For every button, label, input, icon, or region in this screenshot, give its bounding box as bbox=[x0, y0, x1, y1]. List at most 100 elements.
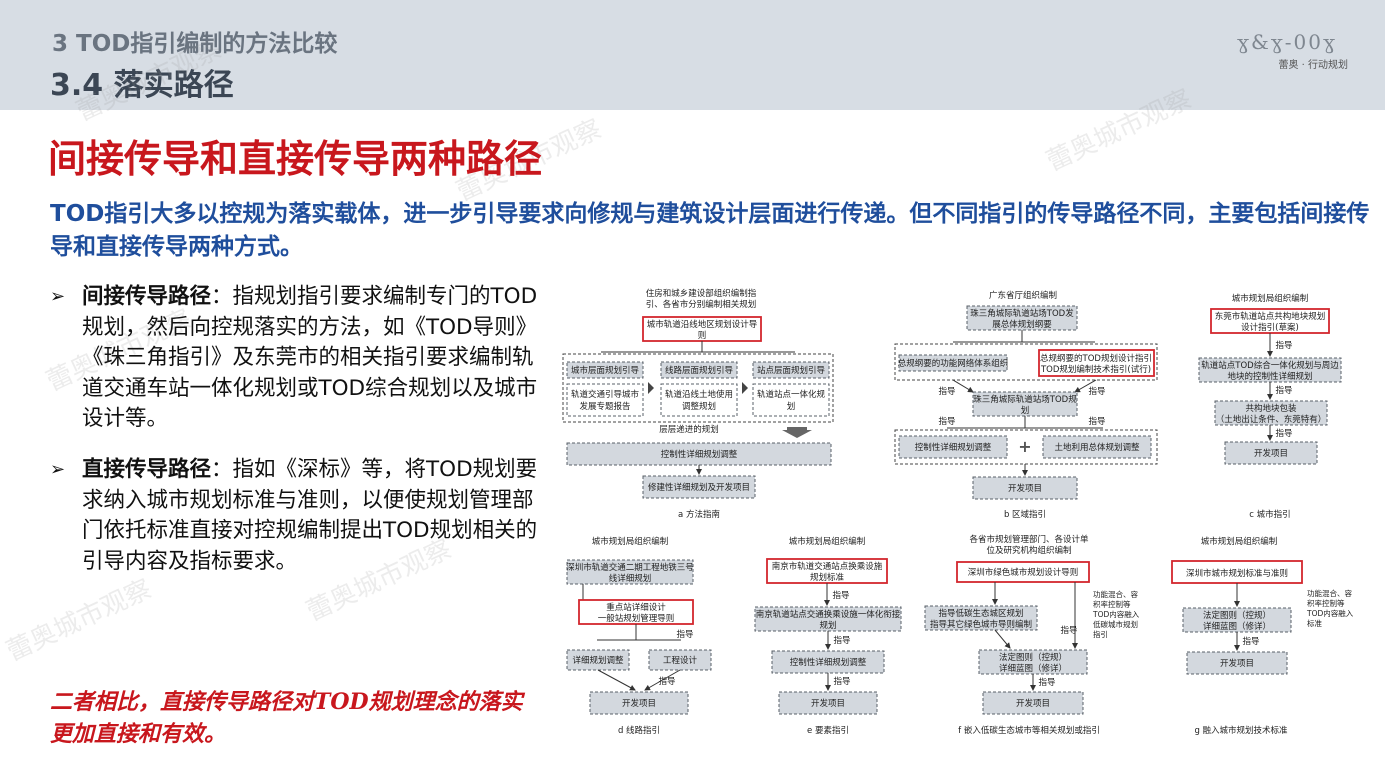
diagram-a-col-body: 划 bbox=[787, 401, 796, 412]
diagram-b-org: 广东省厅组织编制 bbox=[989, 290, 1057, 301]
bullet-term: 间接传导路径 bbox=[82, 284, 212, 309]
guide-label: 指导 bbox=[832, 590, 850, 601]
diagram-f-caption: f 嵌入低碳生态城市等相关规划或指引 bbox=[958, 725, 1100, 736]
diagram-b-top-box bbox=[966, 305, 1078, 331]
diagram-b-right-box bbox=[1038, 349, 1155, 377]
diagram-c-top: 东莞市轨道站点共构地块规划 bbox=[1215, 311, 1326, 322]
diagram-b-caption: b 区域指引 bbox=[1004, 509, 1046, 520]
diagram-a-kg: 控制性详细规划调整 bbox=[661, 449, 738, 460]
diagram-f: 各省市规划管理部门、各设计单 位及研究机构组织编制 深圳市绿色城市规划设计导则 … bbox=[924, 534, 1140, 736]
lead-paragraph: TOD指引大多以控规为落实载体，进一步引导要求向修规与建筑设计层面进行传递。但不… bbox=[50, 201, 1370, 260]
diagram-c-dev: 开发项目 bbox=[1254, 448, 1288, 459]
diagram-d-org: 城市规划局组织编制 bbox=[592, 536, 669, 547]
diagram-f-side: 积率控制等 bbox=[1093, 599, 1131, 609]
diagram-b-top: 展总体规划纲要 bbox=[992, 319, 1052, 330]
diagram-b-dev-box bbox=[972, 476, 1078, 500]
section-title: 3 TOD指引编制的方法比较 bbox=[52, 31, 338, 57]
diagram-e-top: 南京市轨道交通站点换乘设施 bbox=[772, 561, 883, 572]
guide-label: 指导 bbox=[676, 629, 694, 640]
arrow-bullet-icon: ➢ bbox=[50, 459, 66, 480]
bullet-indirect: ➢ 间接传导路径：指规划指引要求编制专门的TOD规划，然后向控规落实的方法，如《… bbox=[50, 282, 540, 435]
diagram-g-side: 积率控制等 bbox=[1307, 598, 1345, 608]
diagram-d: 城市规划局组织编制 深圳市轨道交通二期工程地铁三号 线详细规划 重点站详细设计 … bbox=[566, 536, 712, 736]
diagram-a-top: 则 bbox=[698, 330, 707, 341]
diagram-e-kg: 控制性详细规划调整 bbox=[790, 657, 867, 668]
diagram-a-col-head-text: 线路层面规划引导 bbox=[665, 365, 734, 376]
diagram-c-top-box bbox=[1210, 308, 1330, 334]
bullet-text: ：指规划指引要求编制专门的TOD规划，然后向控规落实的方法，如《TOD导则》《珠… bbox=[82, 284, 538, 431]
diagram-f-side: 功能混合、容 bbox=[1093, 589, 1138, 599]
diagram-b-mid-box bbox=[972, 391, 1078, 417]
diagram-b-right: TOD规划编制技术指引(试行) bbox=[1040, 364, 1151, 375]
diagram-g: 城市规划局组织编制 深圳市城市规划标准与准则 功能混合、容 积率控制等 TOD内… bbox=[1171, 536, 1354, 736]
guide-label: 指导 bbox=[938, 386, 956, 397]
plus-icon: + bbox=[1018, 437, 1031, 456]
diagram-d-mid: 重点站详细设计 bbox=[606, 602, 666, 613]
diagram-c-pkg: 共构地块包装 bbox=[1245, 403, 1297, 414]
brand-logo: ɣ&ɣ-00ɣ 蕾奥 · 行动规划 bbox=[1226, 30, 1348, 74]
guide-label: 指导 bbox=[1060, 625, 1078, 636]
diagram-a-col-body: 轨道站点一体化规 bbox=[757, 389, 826, 400]
diagram-f-side: 低碳城市规划 bbox=[1093, 619, 1138, 629]
diagram-b-right: 总规纲要的TOD规划设计指引 bbox=[1040, 353, 1152, 364]
diagram-c-dev-box bbox=[1224, 441, 1318, 465]
diagram-d-top: 线详细规划 bbox=[609, 573, 652, 584]
guide-label: 指导 bbox=[938, 416, 956, 427]
bullet-direct: ➢ 直接传导路径：指如《深标》等，将TOD规划要求纳入城市规划标准与准则，以便使… bbox=[50, 455, 540, 577]
diagram-d-top-box bbox=[566, 559, 694, 585]
diagram-a-col-head bbox=[660, 361, 738, 379]
diagram-g-dev-box bbox=[1186, 651, 1288, 675]
diagram-g-side: 功能混合、容 bbox=[1307, 588, 1352, 598]
diagram-a-col-body: 轨道交通引导城市 bbox=[571, 389, 640, 400]
guide-label: 指导 bbox=[833, 635, 851, 646]
diagram-d-left: 详细规划调整 bbox=[572, 655, 624, 666]
diagram-g-caption: g 融入城市规划技术标准 bbox=[1194, 725, 1288, 736]
diagram-f-side: TOD内容融入 bbox=[1092, 609, 1140, 619]
diagram-f-dev-box bbox=[982, 691, 1084, 715]
diagram-b: 广东省厅组织编制 珠三角城际轨道站场TOD发 展总体规划纲要 总规纲要的功能网络… bbox=[894, 290, 1158, 520]
diagram-f-side: 指引 bbox=[1093, 629, 1108, 639]
diagram-b-dev: 开发项目 bbox=[1008, 483, 1042, 494]
diagram-c: 城市规划局组织编制 东莞市轨道站点共构地块规划 设计指引(草案) 指导 轨道站点… bbox=[1198, 293, 1342, 520]
guide-label: 指导 bbox=[1275, 428, 1293, 439]
transmission-path-diagrams: 住房和城乡建设部组织编制指 引、各省市分别编制相关规划 城市轨道沿线地区规划设计… bbox=[562, 288, 1354, 736]
diagram-g-law: 详细蓝图（修详） bbox=[1203, 621, 1271, 632]
down-arrow-icon bbox=[782, 427, 812, 438]
diagram-a-col-head-text: 站点层面规划引导 bbox=[757, 365, 826, 376]
diagram-g-side: TOD内容融入 bbox=[1306, 608, 1354, 618]
diagram-g-law-box bbox=[1182, 607, 1292, 633]
diagram-g-dev: 开发项目 bbox=[1220, 658, 1254, 669]
diagram-g-org: 城市规划局组织编制 bbox=[1201, 536, 1278, 547]
diagram-a-caption: a 方法指南 bbox=[678, 509, 720, 520]
diagram-d-dev: 开发项目 bbox=[622, 698, 656, 709]
diagram-g-top: 深圳市城市规划标准与准则 bbox=[1186, 568, 1288, 579]
watermark: 蕾奥城市观察 bbox=[2, 574, 157, 668]
guide-label: 指导 bbox=[1088, 416, 1106, 427]
guide-label: 指导 bbox=[1038, 677, 1056, 688]
diagram-a-note: 层层递进的规划 bbox=[659, 424, 719, 435]
diagram-f-top: 深圳市绿色城市规划设计导则 bbox=[968, 567, 1079, 578]
diagram-e: 城市规划局组织编制 南京市轨道交通站点换乘设施 规划标准 指导 南京轨道站点交通… bbox=[754, 536, 902, 736]
diagram-a-col-body: 调整规划 bbox=[682, 401, 716, 412]
diagram-d-dev-box bbox=[589, 691, 689, 715]
logo-text: 蕾奥 · 行动规划 bbox=[1278, 60, 1348, 71]
diagram-b-land: 土地利用总体规划调整 bbox=[1054, 442, 1140, 453]
diagram-e-top-box bbox=[766, 558, 888, 584]
diagram-a-col-head-text: 城市层面规划引导 bbox=[571, 365, 640, 376]
guide-label: 指导 bbox=[1275, 340, 1293, 351]
diagram-f-law: 法定图则（控规） bbox=[999, 652, 1067, 663]
diagram-f-top-box bbox=[956, 561, 1090, 583]
diagram-d-mid: 一般站规划管理导则 bbox=[598, 613, 675, 624]
diagram-a-col-head bbox=[752, 361, 830, 379]
diagram-c-mid: 轨道站点TOD综合一体化规划与周边 bbox=[1201, 360, 1339, 371]
diagram-b-mid: 珠三角城际轨道站场TOD规 bbox=[973, 394, 1077, 405]
diagram-c-caption: c 城市指引 bbox=[1249, 509, 1290, 520]
page-title: 间接传导和直接传导两种路径 bbox=[48, 137, 543, 181]
diagram-e-mid: 南京轨道站点交通换乘设施一体化衔接 bbox=[756, 609, 901, 620]
diagram-a-top: 城市轨道沿线地区规划设计导 bbox=[647, 319, 758, 330]
diagram-f-mid-box bbox=[924, 605, 1038, 631]
diagram-b-left-box bbox=[898, 354, 1008, 372]
diagram-c-mid: 地块的控制性详细规划 bbox=[1227, 371, 1312, 382]
diagram-c-mid-box bbox=[1198, 357, 1342, 383]
diagram-f-law: 详细蓝图（修详） bbox=[999, 663, 1067, 674]
